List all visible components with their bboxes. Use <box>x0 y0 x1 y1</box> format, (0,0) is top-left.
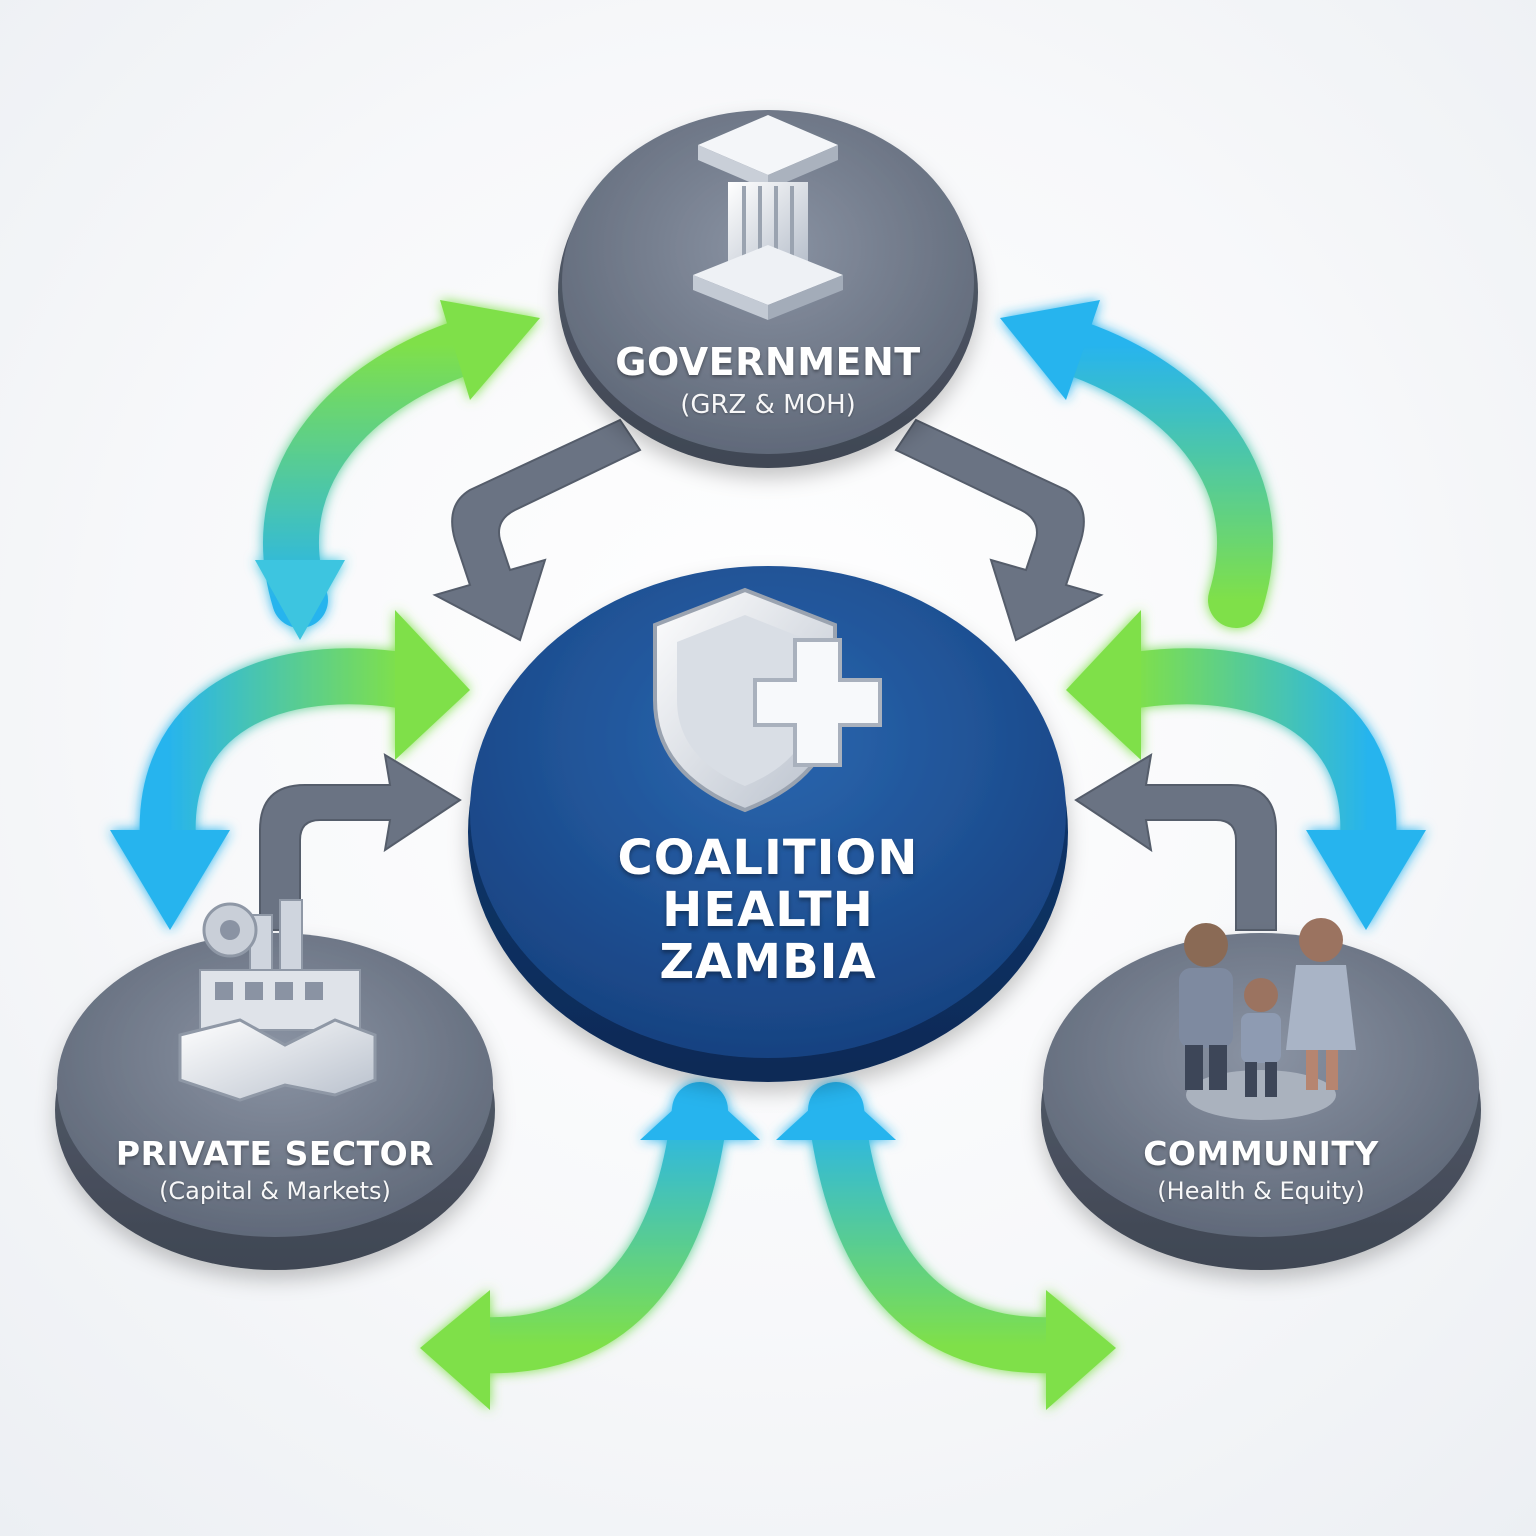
arrow-bottom-right <box>776 1082 1116 1410</box>
arrow-bottom-left <box>420 1082 760 1410</box>
gray-arrow-private-center <box>259 753 462 931</box>
shield-cross-icon <box>653 587 882 813</box>
node-center <box>468 566 1068 1082</box>
gray-arrow-gov-right <box>894 418 1104 642</box>
family-icon <box>1179 918 1356 1120</box>
arrow-gov-community <box>1000 300 1273 628</box>
pillar-icon <box>693 115 843 320</box>
arrow-private-center <box>110 610 470 930</box>
factory-handshake-icon <box>178 899 377 1102</box>
arrow-gov-private <box>255 300 540 640</box>
arrow-center-community <box>1066 610 1426 930</box>
gray-arrow-gov-left <box>432 418 642 642</box>
gray-arrow-community-center <box>1074 753 1277 931</box>
